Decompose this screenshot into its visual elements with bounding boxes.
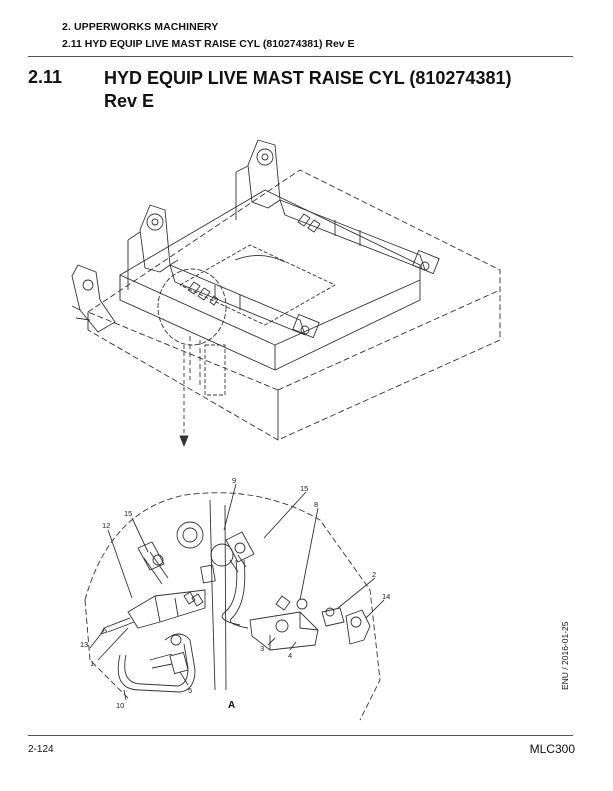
section-number: 2.11 bbox=[28, 67, 63, 87]
callout-10: 10 bbox=[116, 701, 124, 710]
section-title: HYD EQUIP LIVE MAST RAISE CYL (810274381… bbox=[104, 68, 512, 111]
callout-15-left: 15 bbox=[124, 509, 132, 518]
footer-divider bbox=[28, 735, 573, 736]
callout-13: 13 bbox=[80, 640, 88, 649]
callout-4: 4 bbox=[288, 651, 292, 660]
callout-3: 3 bbox=[260, 644, 264, 653]
callout-5: 5 bbox=[188, 686, 192, 695]
header-divider bbox=[28, 56, 573, 57]
detail-label-a: A bbox=[228, 700, 235, 711]
subsection-header: 2.11 HYD EQUIP LIVE MAST RAISE CYL (8102… bbox=[62, 38, 355, 50]
revision-note: ENU / 2016-01-25 bbox=[560, 621, 570, 690]
callout-9: 9 bbox=[232, 476, 236, 485]
callout-14: 14 bbox=[382, 592, 390, 601]
callout-8: 8 bbox=[314, 500, 318, 509]
callout-2: 2 bbox=[372, 570, 376, 579]
callout-15-right: 15 bbox=[300, 484, 308, 493]
page-number: 2-124 bbox=[28, 744, 54, 755]
callout-12: 12 bbox=[102, 521, 110, 530]
chapter-header: 2. UPPERWORKS MACHINERY bbox=[62, 21, 219, 33]
callout-1: 1 bbox=[90, 659, 94, 668]
model-name: MLC300 bbox=[529, 742, 575, 756]
